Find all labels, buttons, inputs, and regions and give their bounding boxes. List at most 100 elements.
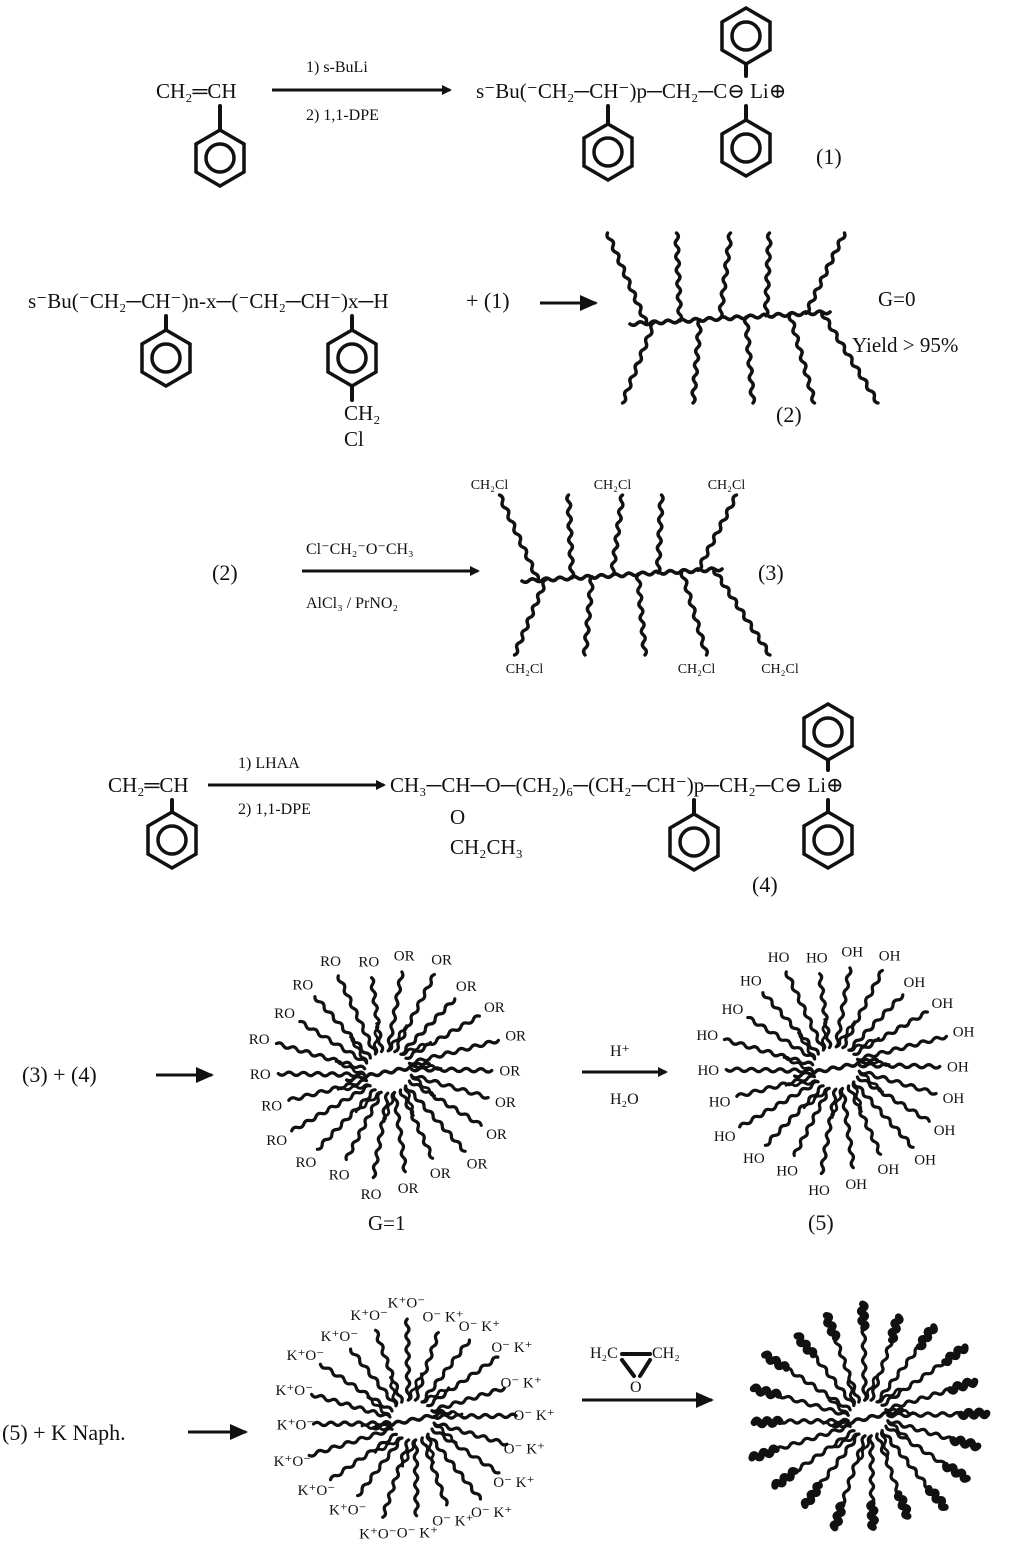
chain-end-group: O⁻ K⁺	[422, 1310, 463, 1326]
chain-end-group: O⁻ K⁺	[471, 1505, 512, 1521]
benzene-ring-inner	[592, 136, 624, 168]
reagent-dpe-1: 2) 1,1-DPE	[306, 107, 379, 124]
graft-chain	[857, 1062, 942, 1070]
chain-end-group: OH	[934, 1123, 956, 1139]
copolymer-formula: s⁻Bu(⁻CH₂─CH⁻)n-x─(⁻CH₂─CH⁻)x─H	[28, 289, 389, 313]
inner-chain	[846, 1378, 856, 1407]
graft-chain	[373, 1328, 404, 1404]
graft-chain	[817, 1432, 861, 1488]
peo-block	[942, 1461, 971, 1483]
inner-chain	[420, 1386, 450, 1404]
graft-chain	[846, 1084, 883, 1156]
core-chain	[345, 1061, 431, 1083]
graft-chain	[869, 1338, 894, 1402]
peo-block	[856, 1300, 870, 1332]
branch-chain	[742, 315, 757, 405]
row6-step: (5) + K Naph. O⁻ K⁺O⁻ K⁺O⁻ K⁺O⁻ K⁺O⁻ K⁺K…	[2, 1296, 991, 1543]
graft-chain	[344, 1090, 383, 1162]
graft-chain	[315, 1088, 377, 1151]
styrene-monomer-2: CH₂═CH	[108, 773, 189, 797]
core-chain	[371, 1410, 453, 1431]
branch-chain	[655, 493, 665, 575]
peo-block	[866, 1500, 879, 1531]
chain-end-group: HO	[697, 1063, 719, 1079]
epoxide-co-bond	[620, 1358, 636, 1378]
reagent-alcl3: AlCl₃ / PrNO₂	[306, 595, 398, 612]
branch-chain	[673, 231, 684, 323]
compound-label-3: (3)	[758, 560, 784, 585]
graft-chain	[381, 1438, 411, 1519]
benzene-ring-inner	[730, 132, 762, 164]
graft-chain	[404, 1084, 467, 1153]
benzene-ring-inner	[150, 342, 182, 374]
inner-chain	[827, 1396, 850, 1417]
inner-chain	[875, 1387, 903, 1404]
branch-chain	[820, 310, 880, 405]
core-chain	[793, 1057, 879, 1079]
graft-chain	[852, 1080, 915, 1149]
peo-block	[749, 1383, 782, 1400]
benzene-ring-inner	[336, 342, 368, 374]
reagent-acid: H⁺	[610, 1043, 630, 1060]
graft-chain	[426, 1432, 483, 1501]
chain-end-group: RO	[320, 954, 341, 970]
compound-label-2: (2)	[776, 402, 802, 427]
inner-chain	[858, 1434, 873, 1461]
graft-chain	[407, 1038, 500, 1066]
graft-chain	[386, 970, 405, 1053]
styrene-monomer-1: CH₂═CH	[156, 79, 237, 103]
row4-step: CH₂═CH 1) LHAA 2) 1,1-DPE CH₃─CH─O─(CH₂)…	[108, 701, 854, 897]
chain-end-group: OR	[499, 1063, 520, 1079]
graft-chain	[784, 970, 826, 1052]
graft-chain	[336, 974, 378, 1056]
branch-chain	[696, 493, 739, 573]
ethyl-group: CH₂CH₃	[450, 835, 523, 859]
benzene-ring	[720, 117, 772, 179]
chain-end-group: K⁺O⁻	[274, 1454, 312, 1470]
inner-chain	[406, 1372, 423, 1402]
chain-end-group: K⁺O⁻	[350, 1308, 388, 1324]
generation-g1: G=1	[368, 1211, 406, 1235]
reagent-chloromethyl-ether: Cl⁻CH₂⁻O⁻CH₃	[306, 541, 414, 558]
benzene-ring-inner	[204, 142, 236, 174]
benzene-ring	[802, 809, 854, 871]
chain-end-group: RO	[295, 1155, 316, 1171]
graft-chain	[793, 1429, 856, 1473]
peo-block	[949, 1435, 982, 1452]
graft-chain	[847, 993, 905, 1052]
benzene-ring-inner	[812, 824, 844, 856]
generation-g0: G=0	[878, 287, 916, 311]
graft-chain	[409, 1066, 494, 1074]
graft-chain	[310, 1392, 392, 1419]
row1-step: CH₂═CH 1) s-BuLi 2) 1,1-DPE s⁻Bu(⁻CH₂─CH…	[156, 5, 842, 189]
branch-chain	[620, 320, 656, 405]
alkoxide-dendrigraft: O⁻ K⁺O⁻ K⁺O⁻ K⁺O⁻ K⁺O⁻ K⁺K⁺O⁻K⁺O⁻K⁺O⁻K⁺O…	[274, 1296, 555, 1543]
chain-end-group: K⁺O⁻	[359, 1526, 397, 1542]
chloromethyl-end-group: CH₂Cl	[708, 478, 746, 493]
chain-end-group: K⁺O⁻	[329, 1502, 367, 1518]
graft-chain	[852, 1010, 929, 1056]
chain-end-group: HO	[722, 1002, 744, 1018]
compound-label-1: (1)	[816, 144, 842, 169]
chain-end-group: OH	[943, 1091, 965, 1107]
branch-chain	[497, 493, 541, 582]
peo-block	[957, 1407, 991, 1421]
inner-chain	[880, 1429, 890, 1458]
chain-end-group: HO	[768, 950, 790, 966]
peo-block	[893, 1490, 912, 1520]
chain-end-group: OH	[953, 1025, 975, 1041]
inner-chain	[886, 1419, 909, 1440]
branch-chain	[712, 567, 772, 657]
graft-chain	[860, 1326, 868, 1402]
peo-block	[800, 1481, 823, 1509]
graft-chain	[833, 1336, 861, 1404]
peo-block	[793, 1332, 818, 1359]
benzene-ring	[582, 121, 634, 183]
graft-chain	[886, 1411, 963, 1419]
epoxide-oxygen: O	[630, 1379, 642, 1396]
chain-end-group: OH	[878, 1162, 900, 1178]
chain-end-group: OH	[932, 996, 954, 1012]
inner-chain	[374, 1436, 404, 1454]
graft-chain	[857, 1069, 938, 1096]
